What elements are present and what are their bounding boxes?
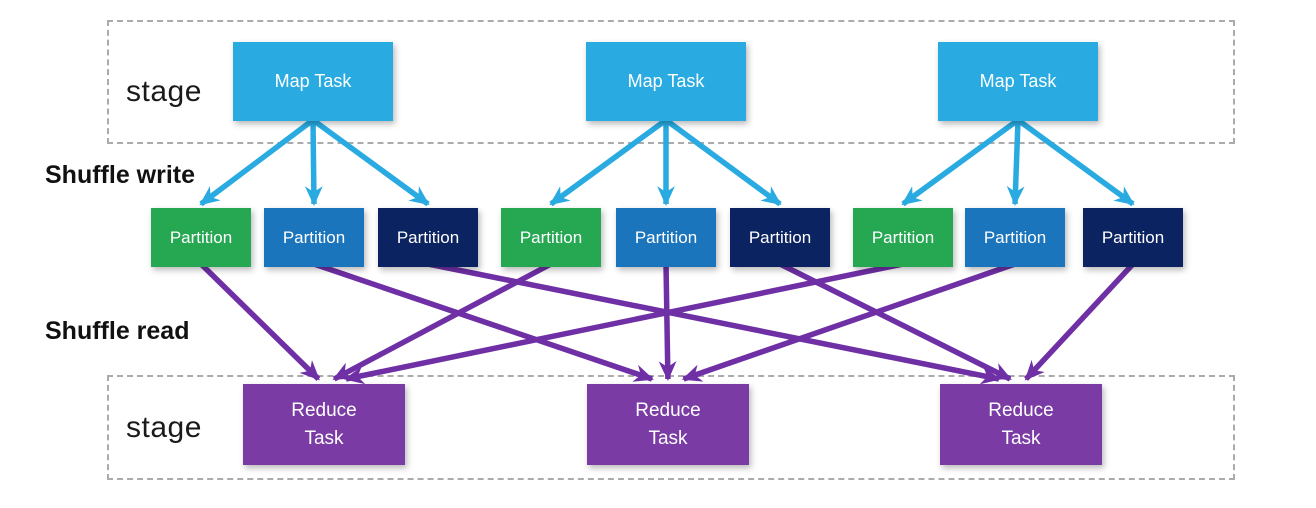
shuffle-read-arrow <box>1024 262 1136 381</box>
shuffle-write-arrow <box>901 117 1020 207</box>
shuffle-write-arrow <box>549 117 668 207</box>
partition-3: Partition <box>378 208 478 267</box>
partition-9: Partition <box>1083 208 1183 267</box>
partition-label: Partition <box>634 227 698 247</box>
reduce-task-label-line2: Task <box>648 427 688 449</box>
partition-label: Partition <box>871 227 935 247</box>
shuffle-read-arrow <box>344 261 904 385</box>
top-stage-label: stage <box>126 75 202 108</box>
partition-label: Partition <box>396 227 460 247</box>
reduce-task-1: Reduce Task <box>243 384 405 465</box>
partition-5: Partition <box>616 208 716 267</box>
partition-label: Partition <box>282 227 346 247</box>
shuffle-write-arrow <box>304 119 323 206</box>
shuffle-write-arrow <box>1016 117 1135 207</box>
reduce-task-label-line2: Task <box>304 427 344 449</box>
shuffle-read-arrows <box>199 261 1136 385</box>
shuffle-write-arrow <box>664 117 782 207</box>
map-task-1: Map Task <box>233 42 393 121</box>
partition-8: Partition <box>965 208 1065 267</box>
shuffle-write-label: Shuffle write <box>45 161 196 189</box>
shuffle-write-arrow <box>199 117 315 207</box>
map-task-label: Map Task <box>979 71 1057 91</box>
partition-label: Partition <box>169 227 233 247</box>
reduce-task-2: Reduce Task <box>587 384 749 465</box>
partition-2: Partition <box>264 208 364 267</box>
partition-7: Partition <box>853 208 953 267</box>
map-task-3: Map Task <box>938 42 1098 121</box>
shuffle-read-arrow <box>313 261 654 382</box>
partition-6: Partition <box>730 208 830 267</box>
reduce-task-label-line2: Task <box>1001 427 1041 449</box>
shuffle-read-arrow <box>681 261 1016 382</box>
partition-label: Partition <box>748 227 812 247</box>
reduce-task-3: Reduce Task <box>940 384 1102 465</box>
shuffle-read-arrow <box>199 262 321 381</box>
map-task-label: Map Task <box>627 71 705 91</box>
map-task-label: Map Task <box>274 71 352 91</box>
shuffle-write-arrow <box>311 117 430 207</box>
shuffle-read-arrow <box>332 261 553 382</box>
shuffle-write-arrow <box>1006 119 1025 206</box>
reduce-task-label-line1: Reduce <box>988 399 1054 421</box>
bottom-stage-label: stage <box>126 411 202 444</box>
partition-label: Partition <box>983 227 1047 247</box>
partition-4: Partition <box>501 208 601 267</box>
reduce-task-label-line1: Reduce <box>635 399 701 421</box>
shuffle-read-arrow <box>427 261 1001 385</box>
partition-1: Partition <box>151 208 251 267</box>
partition-label: Partition <box>1101 227 1165 247</box>
shuffle-write-arrows <box>199 117 1135 207</box>
map-task-2: Map Task <box>586 42 746 121</box>
reduce-task-label-line1: Reduce <box>291 399 357 421</box>
shuffle-read-arrow <box>658 263 677 381</box>
partition-label: Partition <box>519 227 583 247</box>
shuffle-read-label: Shuffle read <box>45 317 190 345</box>
